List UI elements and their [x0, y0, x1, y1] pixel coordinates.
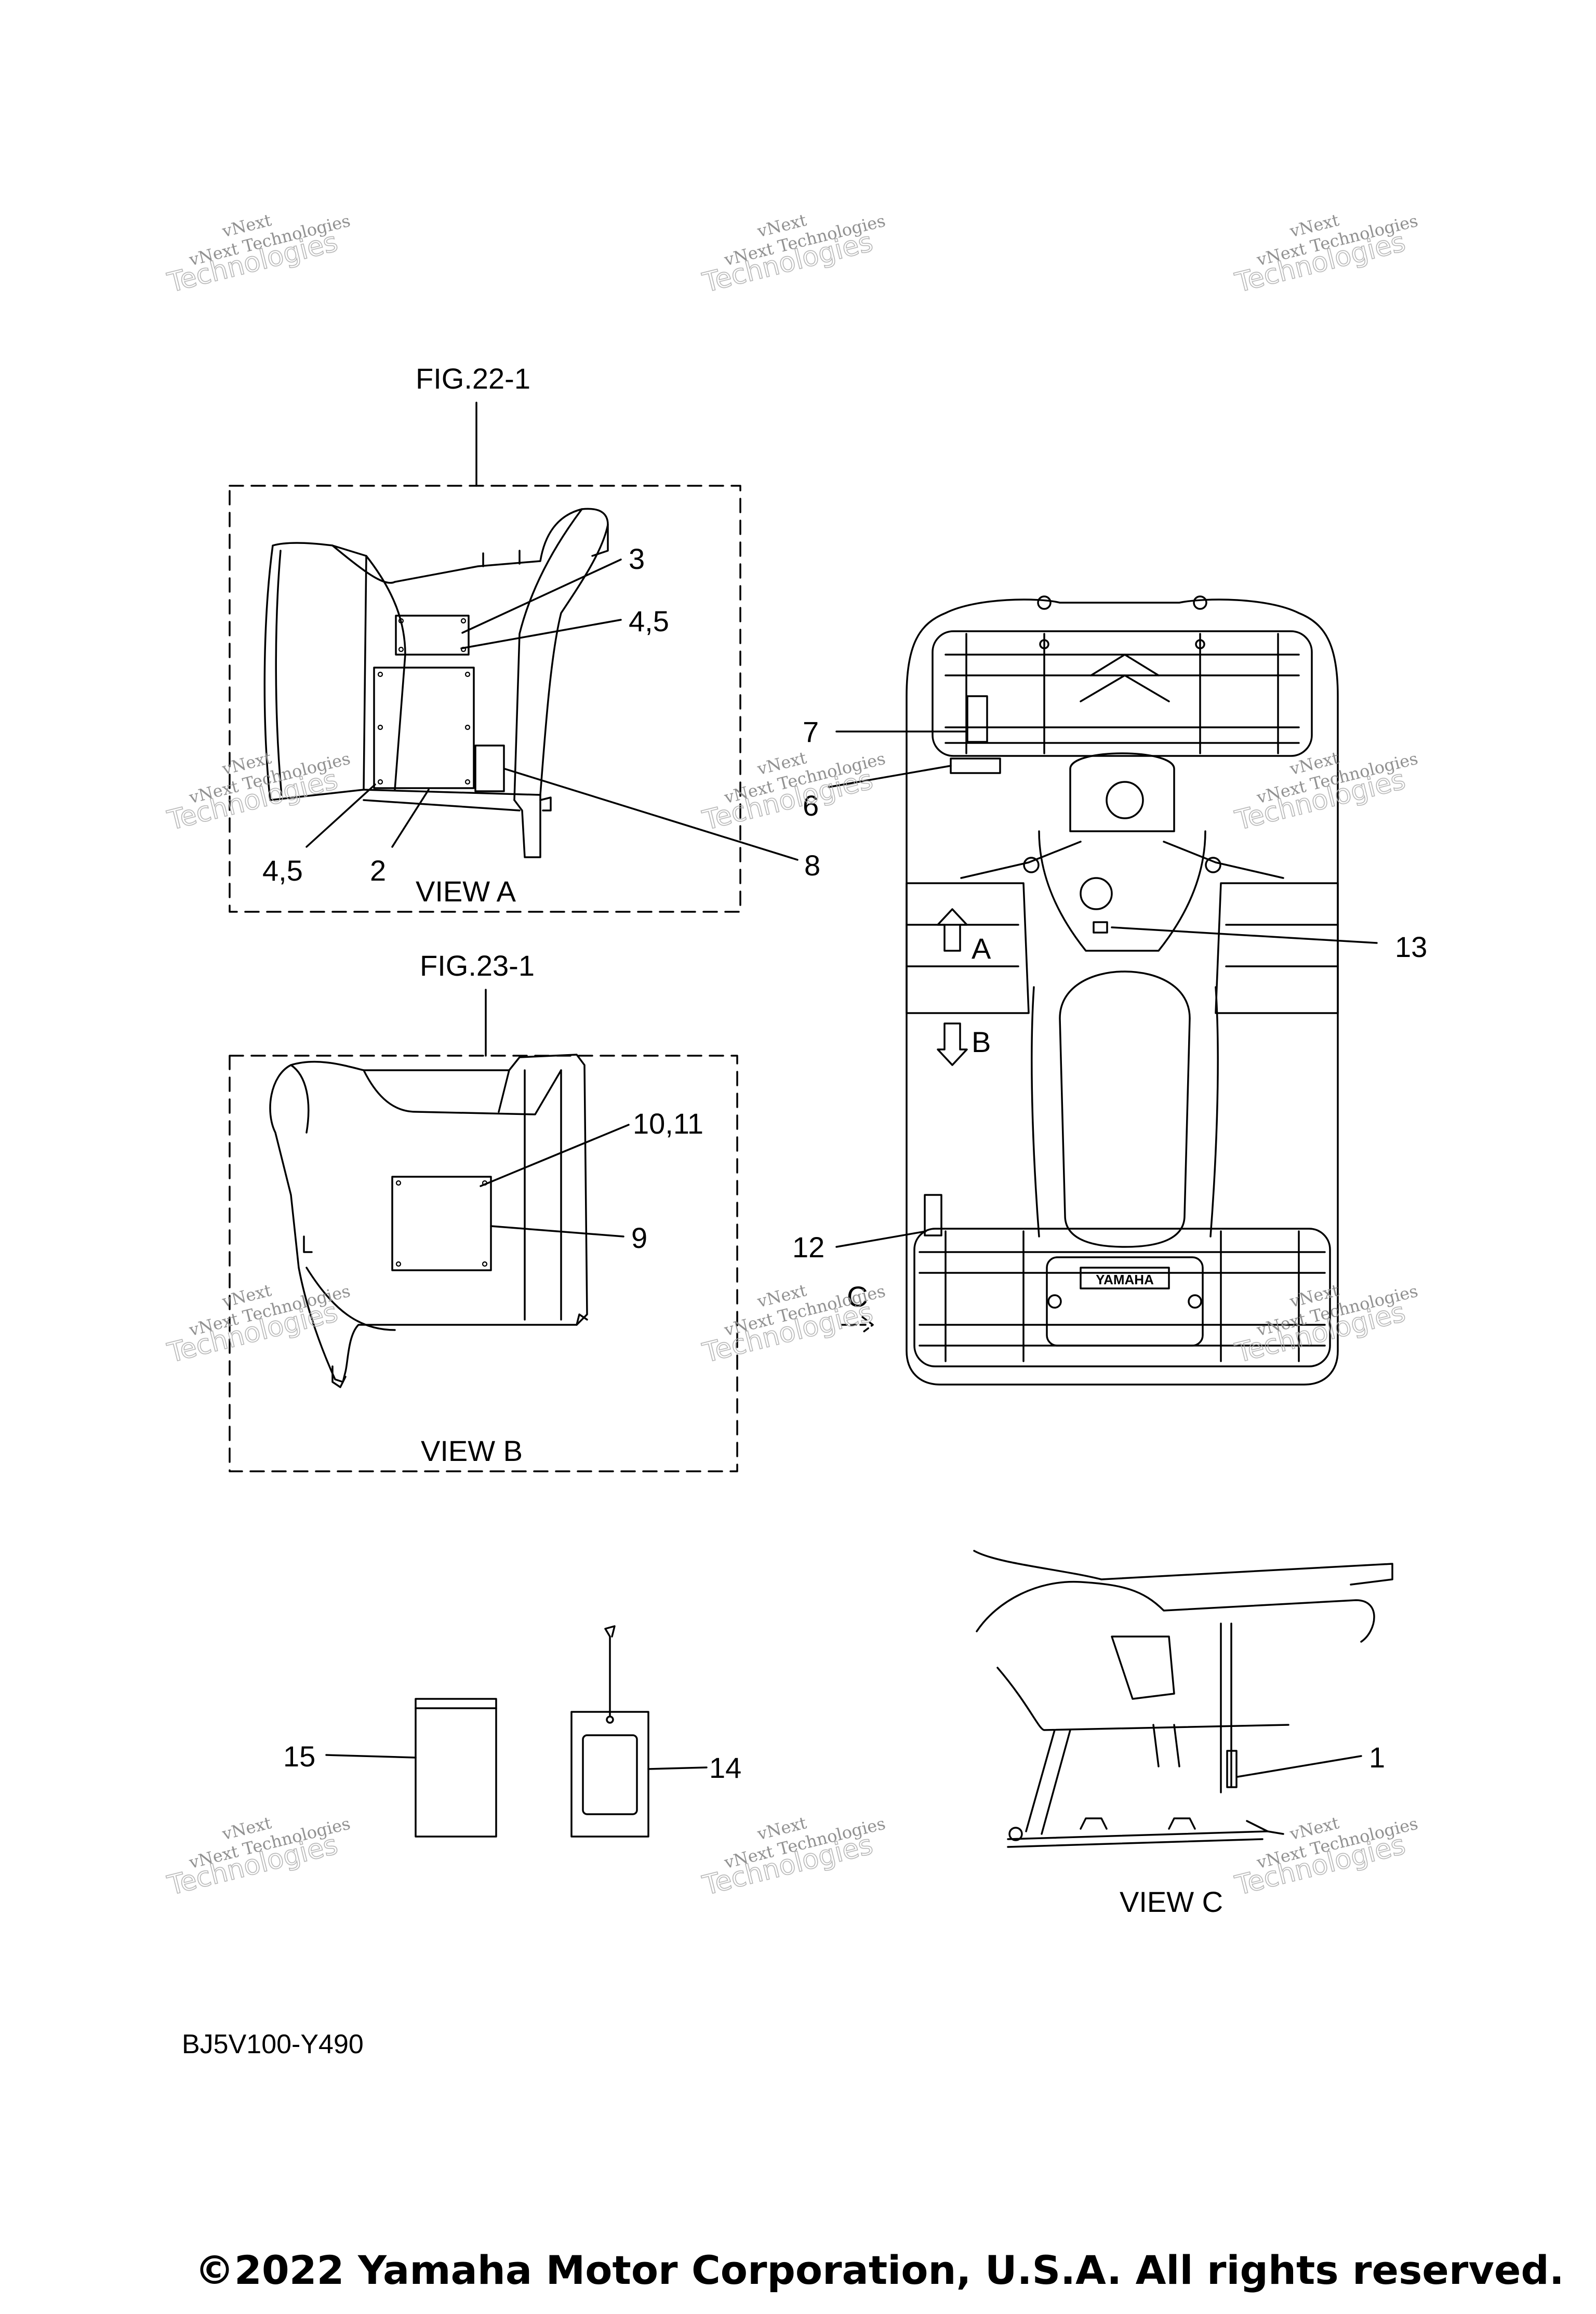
watermark: vNext vNext Technologies Technologies	[699, 1813, 887, 1902]
callout-15: 15	[283, 1740, 315, 1773]
callout-2: 2	[370, 854, 386, 887]
label-plate-3	[395, 615, 470, 656]
watermark: vNext vNext Technologies Technologies	[1232, 210, 1420, 299]
label-plate-7	[966, 695, 988, 743]
copyright-notice: ©2022 Yamaha Motor Corporation, U.S.A. A…	[195, 2247, 1564, 2293]
view-b-marker[interactable]: B	[972, 1026, 991, 1058]
view-c-title: VIEW C	[1120, 1885, 1223, 1918]
watermark: vNext vNext Technologies Technologies	[164, 748, 352, 837]
fender-drawing-a	[263, 508, 609, 858]
watermark: vNext vNext Technologies Technologies	[1232, 1813, 1420, 1902]
callout-8: 8	[804, 849, 820, 882]
tail-light	[1046, 1256, 1204, 1347]
diagram-labels: FIG.22-1 FIG.23-1 VIEW A VIEW B VIEW C 3…	[262, 362, 1427, 1918]
label-plate-12	[924, 1194, 942, 1236]
callout-12: 12	[792, 1231, 824, 1264]
item-15-label-sheet	[325, 1698, 497, 1838]
callout-3: 3	[629, 542, 645, 575]
view-b-dashed-frame	[229, 1055, 738, 1472]
label-plate-8	[474, 744, 505, 792]
diagram-part-code: BJ5V100-Y490	[182, 2029, 364, 2059]
label-plate-1	[1226, 1750, 1238, 1788]
callout-9: 9	[631, 1221, 647, 1254]
fender-drawing-b	[269, 1054, 588, 1388]
label-plate-6	[950, 757, 1001, 774]
watermark: vNext vNext Technologies Technologies	[1232, 1280, 1420, 1369]
callout-10-11: 10,11	[633, 1107, 703, 1140]
view-a-dashed-frame	[229, 485, 741, 913]
atv-top-view	[828, 595, 1378, 1386]
callout-7: 7	[803, 715, 819, 748]
view-b-arrow-icon	[937, 1022, 968, 1066]
view-a-marker[interactable]: A	[972, 932, 991, 965]
fig22-ref[interactable]: FIG.22-1	[416, 362, 530, 395]
watermark: vNext vNext Technologies Technologies	[164, 210, 352, 299]
callout-13: 13	[1395, 930, 1427, 963]
callout-4-5-bottom: 4,5	[262, 854, 303, 887]
view-b-panel	[229, 989, 738, 1472]
view-c-panel	[973, 1550, 1393, 1848]
watermark: vNext vNext Technologies Technologies	[699, 1280, 887, 1369]
watermark: vNext vNext Technologies Technologies	[699, 748, 887, 837]
callout-1: 1	[1369, 1741, 1385, 1774]
watermark: vNext vNext Technologies Technologies	[164, 1280, 352, 1369]
label-plate-9	[391, 1176, 492, 1271]
label-plate-13	[1093, 921, 1108, 934]
front-rack	[932, 630, 1313, 757]
view-b-title: VIEW B	[421, 1434, 523, 1467]
tail-logo-text: YAMAHA	[1096, 1272, 1154, 1287]
watermark: vNext vNext Technologies Technologies	[164, 1813, 352, 1902]
view-a-arrow-icon	[937, 908, 968, 952]
rear-rack	[913, 1228, 1331, 1367]
callout-14: 14	[709, 1751, 741, 1784]
view-c-marker[interactable]: C	[847, 1280, 868, 1313]
watermark-layer: vNext vNext Technologies Technologies vN…	[164, 210, 1420, 1902]
view-c-arrow-icon	[841, 1316, 874, 1334]
view-a-title: VIEW A	[416, 875, 516, 908]
label-plate-2	[373, 667, 475, 789]
item-14-hang-tag	[570, 1625, 708, 1838]
callout-4-5-top: 4,5	[629, 605, 669, 637]
watermark: vNext vNext Technologies Technologies	[699, 210, 887, 299]
fig23-ref[interactable]: FIG.23-1	[420, 949, 535, 982]
callout-6: 6	[803, 789, 819, 822]
watermark: vNext vNext Technologies Technologies	[1232, 748, 1420, 837]
view-a-panel	[229, 402, 799, 913]
